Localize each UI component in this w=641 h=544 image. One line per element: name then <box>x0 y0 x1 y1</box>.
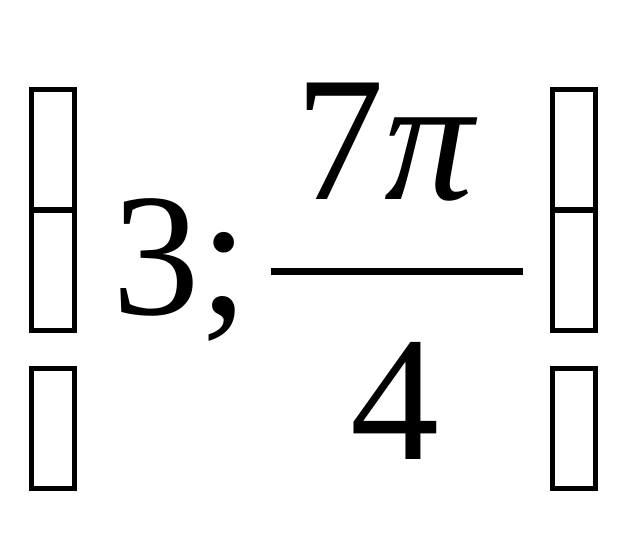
left-bracket-middle-glyph <box>29 208 77 333</box>
fraction-bar <box>271 268 523 275</box>
left-bracket-bottom-glyph <box>29 366 77 491</box>
fraction-denominator: 4 <box>350 300 439 498</box>
right-bracket-middle-glyph <box>550 208 598 333</box>
fraction-numerator: 7π <box>295 50 473 228</box>
first-term: 3; <box>112 158 249 352</box>
numerator-digit: 7 <box>295 40 384 238</box>
right-bracket-bottom-glyph <box>550 366 598 491</box>
pi-symbol: π <box>384 40 474 238</box>
right-bracket-top-glyph <box>550 87 598 212</box>
left-bracket-top-glyph <box>29 87 77 212</box>
